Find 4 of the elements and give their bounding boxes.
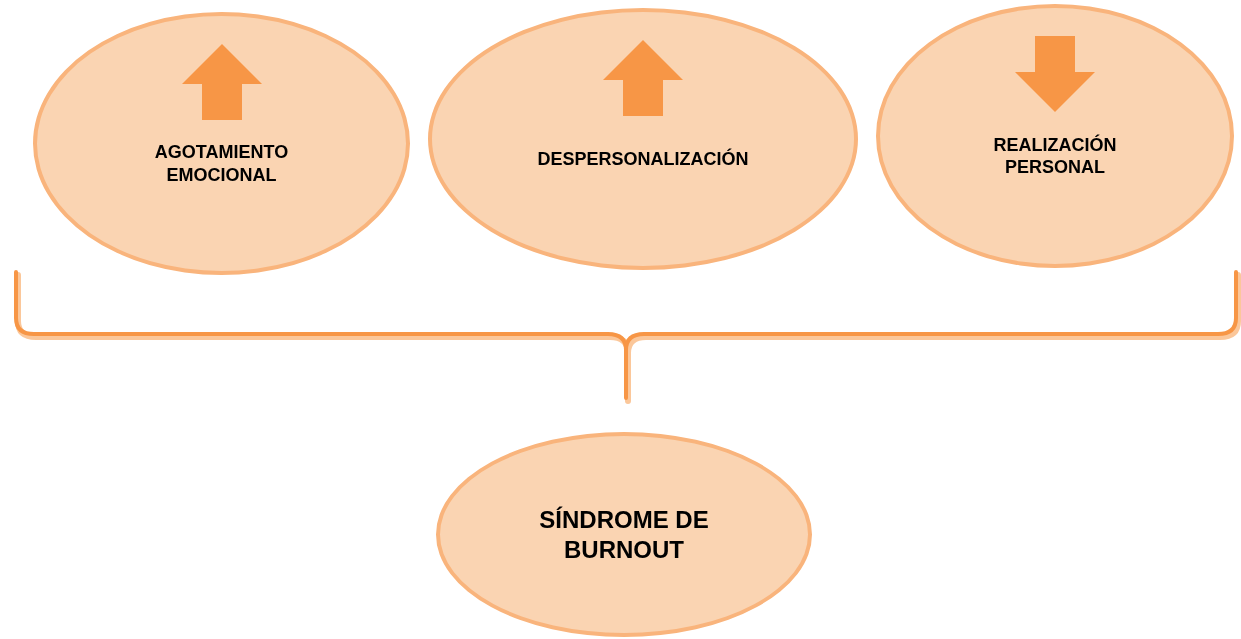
node-label: REALIZACIÓN PERSONAL — [992, 133, 1118, 179]
node-label: DESPERSONALIZACIÓN — [536, 147, 750, 171]
node-label: AGOTAMIENTO EMOCIONAL — [153, 141, 290, 186]
node-label: SÍNDROME DE BURNOUT — [538, 504, 710, 565]
